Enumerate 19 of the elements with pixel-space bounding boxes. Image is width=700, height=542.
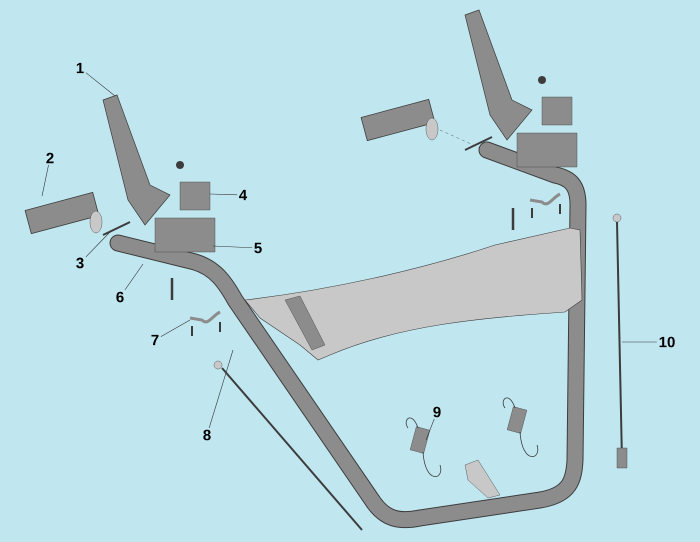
leader-line [86,232,110,258]
leader-line [212,246,252,248]
callout-number: 5 [254,242,262,254]
leader-line [42,164,49,196]
callout-number: 2 [46,152,54,164]
leader-line [208,350,234,428]
callout-number: 1 [76,62,84,74]
callout-number: 10 [660,336,675,348]
callout-number: 6 [116,292,124,302]
callout-number: 3 [76,258,84,268]
leader-line [86,72,116,96]
callout-number: 8 [203,430,211,440]
leader-line [124,264,144,290]
leader-line [160,320,190,337]
callout-number: 9 [433,406,441,418]
leader-line [426,418,435,440]
callout-number: 4 [239,190,248,200]
callout-number: 7 [151,334,159,346]
leader-line [210,194,238,196]
